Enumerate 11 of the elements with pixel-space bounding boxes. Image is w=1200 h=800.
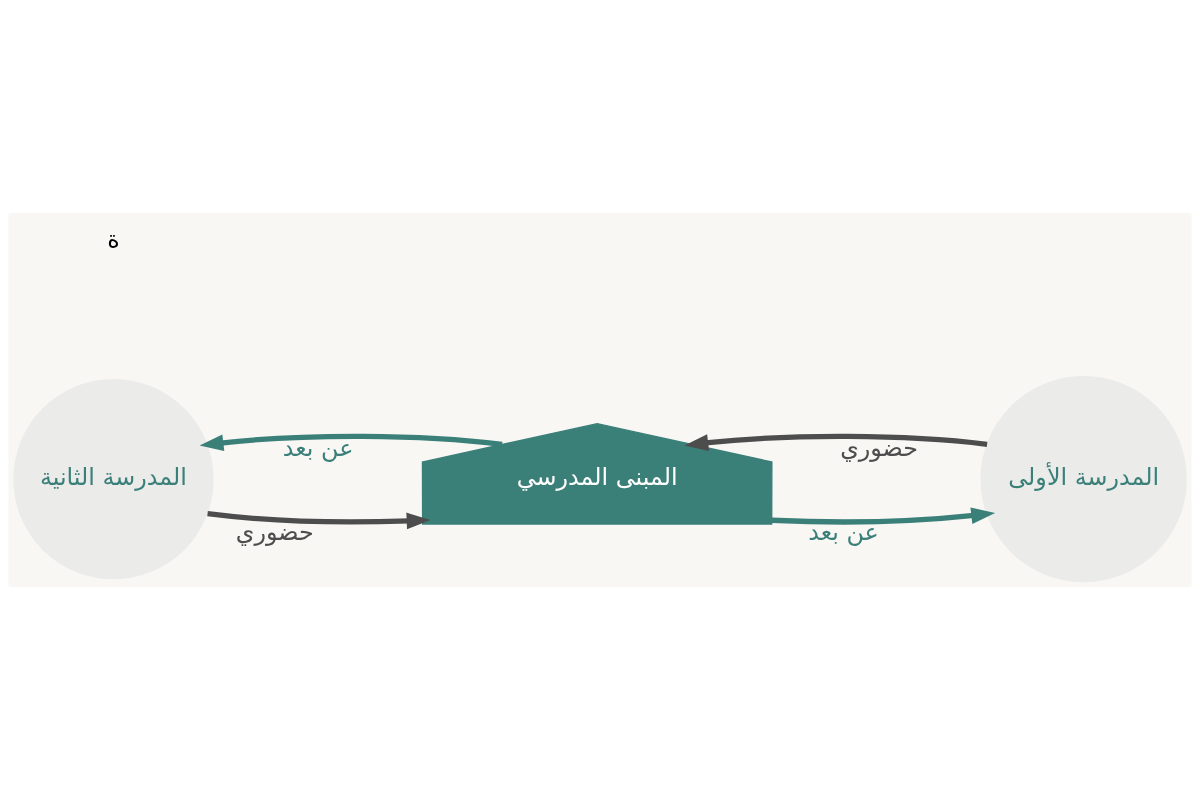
arrow — [684, 433, 988, 451]
edge-label: عن بعد — [282, 433, 354, 462]
edge-label: عن بعد — [808, 518, 879, 547]
arrow — [199, 433, 503, 452]
label: ة — [107, 225, 120, 254]
edge-label: حضوري — [840, 433, 919, 462]
node-circle: المدرسة الأولى — [980, 375, 1187, 583]
arrow — [207, 511, 431, 530]
arrow — [771, 507, 996, 525]
node-circle: المدرسة الثانية — [13, 378, 214, 580]
edge-label: حضوري — [235, 518, 314, 547]
